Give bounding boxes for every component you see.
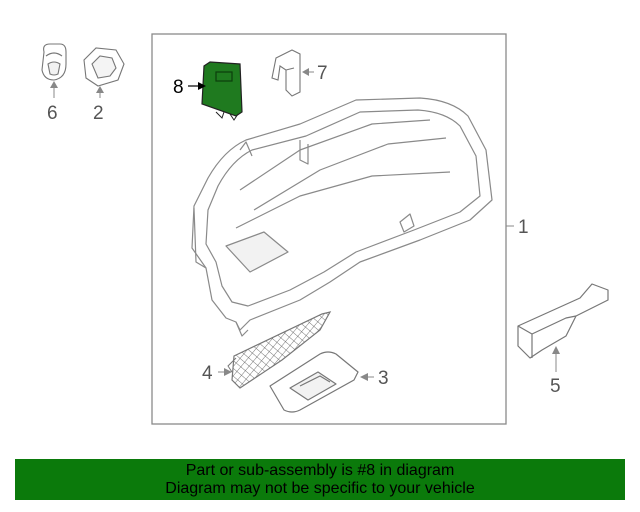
- banner-line-1: Part or sub-assembly is #8 in diagram: [185, 462, 455, 479]
- callout-2: 2: [93, 103, 104, 124]
- arrow-3: [360, 373, 368, 381]
- part-5-foam-block[interactable]: [517, 283, 609, 359]
- arrow-7: [302, 68, 309, 76]
- banner-line-2: Diagram may not be specific to your vehi…: [165, 480, 475, 497]
- part-1-trim-panel[interactable]: [191, 97, 493, 337]
- part-4-net[interactable]: [227, 311, 332, 389]
- arrow-8: [198, 82, 206, 90]
- part-info-banner: Part or sub-assembly is #8 in diagram Di…: [15, 459, 625, 500]
- part-8-cover-panel[interactable]: [201, 61, 243, 121]
- assembly-frame: [151, 33, 507, 425]
- part-7-bracket[interactable]: [271, 49, 301, 97]
- callout-8: 8: [173, 77, 184, 98]
- part-3-tray[interactable]: [269, 351, 359, 413]
- arrow-5: [552, 346, 560, 354]
- arrow-6: [50, 81, 58, 88]
- callout-7: 7: [317, 63, 328, 84]
- arrow-4: [224, 368, 232, 376]
- part-6-clip[interactable]: [41, 43, 67, 81]
- callout-6: 6: [47, 103, 58, 124]
- callout-4: 4: [202, 363, 213, 384]
- callout-1: 1: [518, 217, 529, 238]
- part-2-cap[interactable]: [83, 47, 125, 87]
- callout-3: 3: [378, 368, 389, 389]
- callout-5: 5: [550, 376, 561, 397]
- arrow-2: [96, 86, 104, 93]
